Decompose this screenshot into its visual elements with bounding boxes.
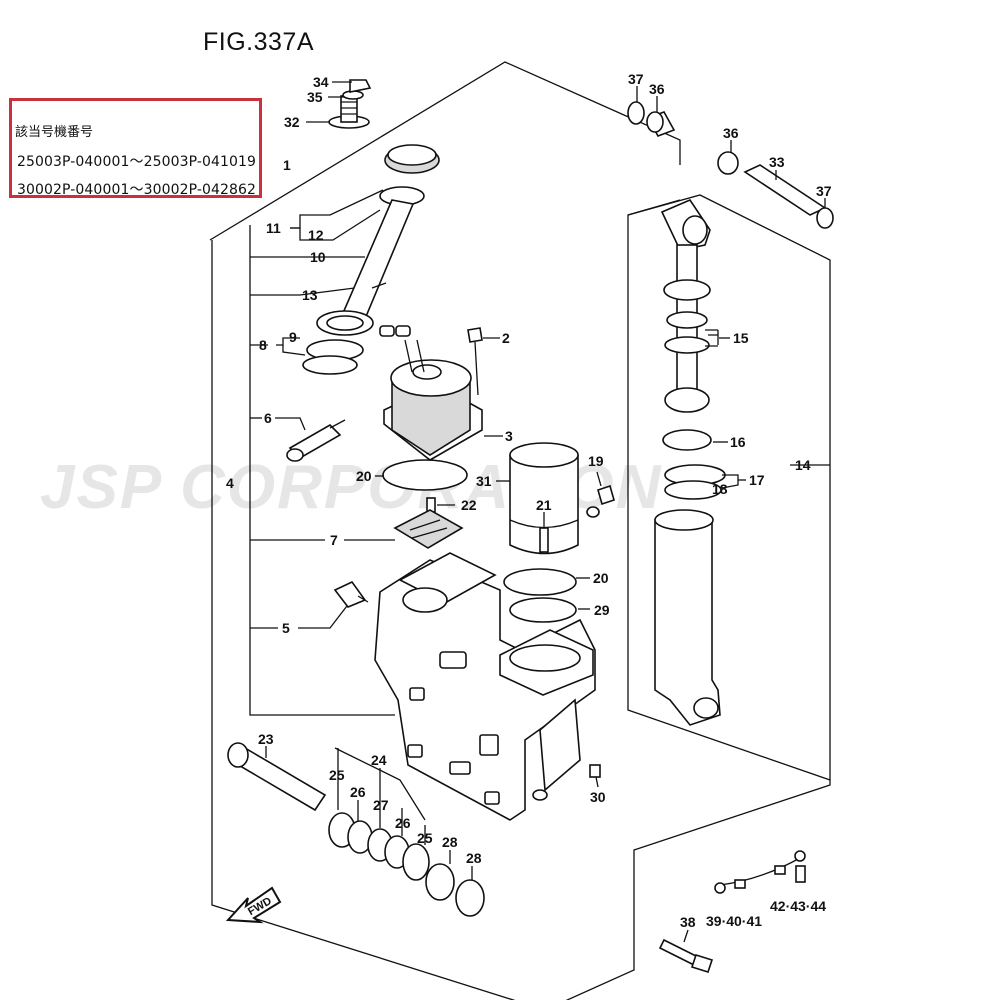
callout-39-40-41: 39·40·41 <box>706 913 762 929</box>
callout-32: 32 <box>284 114 300 130</box>
fwd-arrow-icon: FWD <box>225 886 282 924</box>
part-33-pin <box>743 164 827 216</box>
part-28-shim-b <box>455 879 485 917</box>
callout-9: 9 <box>289 329 297 345</box>
callout-16: 16 <box>730 434 746 450</box>
callout-26-a: 26 <box>350 784 366 800</box>
callout-37-a: 37 <box>628 71 644 87</box>
callout-labels: 1 2 3 4 5 6 7 8 9 10 11 12 13 14 15 16 1… <box>226 71 832 930</box>
callout-27: 27 <box>373 797 389 813</box>
part-36-bushing-right <box>717 151 739 175</box>
serial-range-2: 30002P-040001～30002P-042862 <box>17 182 257 198</box>
part-32-valve <box>328 79 372 129</box>
callout-11: 11 <box>266 220 281 236</box>
part-21-screw <box>539 527 549 553</box>
callout-30: 30 <box>590 789 606 805</box>
part-3-motor <box>379 325 483 461</box>
callout-21: 21 <box>536 497 552 513</box>
callout-14: 14 <box>795 457 811 473</box>
callout-36-b: 36 <box>723 125 739 141</box>
callout-28-b: 28 <box>466 850 482 866</box>
callout-24: 24 <box>371 752 387 768</box>
callout-7: 7 <box>330 532 338 548</box>
part-25-washer-b <box>402 843 430 881</box>
callout-5: 5 <box>282 620 290 636</box>
part-6-valve <box>286 419 346 462</box>
part-14-cylinder <box>654 199 726 726</box>
callout-29: 29 <box>594 602 610 618</box>
part-37-ring-left <box>627 101 645 125</box>
part-7-plate <box>393 509 464 549</box>
part-5-plug <box>333 580 369 608</box>
assembly-outline <box>209 61 831 1000</box>
callout-22: 22 <box>461 497 477 513</box>
callout-13: 13 <box>302 287 318 303</box>
callout-18: 18 <box>712 481 728 497</box>
callout-20-upper: 20 <box>356 468 372 484</box>
callout-33: 33 <box>769 154 785 170</box>
callout-28-a: 28 <box>442 834 458 850</box>
bracket-4 <box>249 225 395 716</box>
callout-42-43-44: 42·43·44 <box>770 898 826 914</box>
part-42-screw <box>795 865 806 883</box>
callout-12: 12 <box>308 227 324 243</box>
callout-25-b: 25 <box>417 830 433 846</box>
part-10-cylinder-tube <box>316 144 440 336</box>
callout-6: 6 <box>264 410 272 426</box>
part-23-shaft <box>227 742 327 812</box>
callout-38: 38 <box>680 914 696 930</box>
part-36-bushing-left <box>646 111 676 137</box>
part-37-ring-right <box>816 207 834 229</box>
part-38-bolt <box>658 938 714 973</box>
callout-35: 35 <box>307 89 323 105</box>
callout-23: 23 <box>258 731 274 747</box>
callout-1: 1 <box>283 157 291 173</box>
callout-4: 4 <box>226 475 234 491</box>
part-20-oring <box>382 459 468 491</box>
callout-36-a: 36 <box>649 81 665 97</box>
callout-3: 3 <box>505 428 513 444</box>
callout-20-lower: 20 <box>593 570 609 586</box>
callout-15: 15 <box>733 330 749 346</box>
callout-25-a: 25 <box>329 767 345 783</box>
part-1-housing <box>374 552 596 821</box>
part-29-oring <box>509 597 577 623</box>
part-19-plug <box>586 484 615 518</box>
callout-19: 19 <box>588 453 604 469</box>
callout-31: 31 <box>476 473 492 489</box>
figure-title: FIG.337A <box>203 28 314 56</box>
callout-34: 34 <box>313 74 329 90</box>
callout-37-b: 37 <box>816 183 832 199</box>
part-20-oring-lower <box>503 568 577 596</box>
callout-26-b: 26 <box>395 815 411 831</box>
callout-17: 17 <box>749 472 765 488</box>
applicable-serials-box: 該当号機番号 25003P-040001～25003P-041019 30002… <box>9 98 262 198</box>
part-28-shim-a <box>425 863 455 901</box>
part-30-fitting <box>589 764 601 778</box>
part-9-orings <box>302 339 364 375</box>
part-39-cable <box>714 850 806 894</box>
part-2-bolt <box>467 327 483 396</box>
callout-10: 10 <box>310 249 326 265</box>
part-31-reservoir <box>509 442 579 555</box>
serials-heading: 該当号機番号 <box>15 125 94 140</box>
serial-range-1: 25003P-040001～25003P-041019 <box>17 154 257 170</box>
callout-2: 2 <box>502 330 510 346</box>
cylinder-assembly-outline <box>627 194 831 780</box>
callout-8: 8 <box>259 337 267 353</box>
